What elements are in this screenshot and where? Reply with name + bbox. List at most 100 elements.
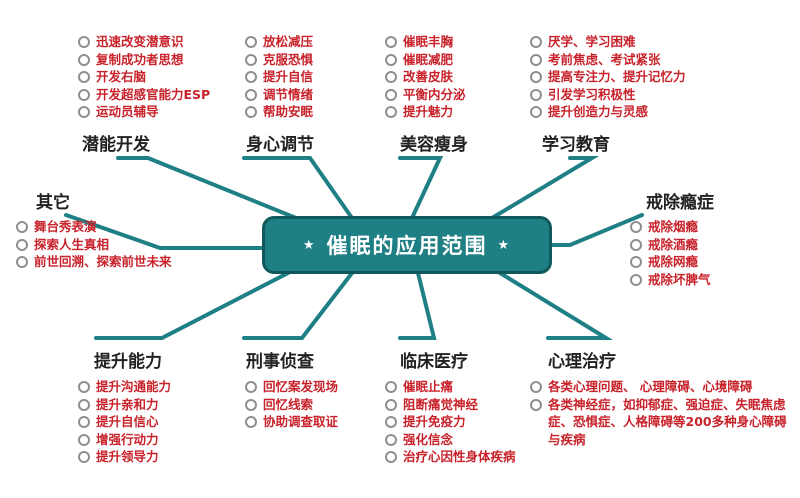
bullet-icon [530, 398, 542, 411]
bullet-icon [78, 398, 90, 411]
list-item: 迅速改变潜意识 [78, 33, 210, 51]
list-item: 增强行动力 [78, 431, 171, 449]
list-item: 戒除网瘾 [630, 253, 711, 271]
branch-qita-heading: 其它 [36, 193, 70, 213]
branch-shenxin-list: 放松减压 克服恐惧 提升自信 调节情绪 帮助安眠 [245, 33, 313, 121]
branch-qianneng-list: 迅速改变潜意识 复制成功者思想 开发右脑 开发超感官能力ESP 运动员辅导 [78, 33, 210, 121]
bullet-icon [16, 221, 28, 233]
bullet-icon [245, 53, 257, 66]
bullet-icon [630, 238, 642, 251]
bullet-icon [385, 433, 397, 446]
connector-qianneng [116, 156, 298, 220]
connector-nengli [94, 271, 290, 340]
list-item: 戒除坏脾气 [630, 271, 711, 289]
list-item: 提升魅力 [385, 103, 466, 121]
list-item: 协助调查取证 [245, 413, 338, 431]
bullet-icon [78, 416, 90, 428]
bullet-icon [78, 451, 90, 463]
bullet-icon [16, 238, 28, 251]
list-item: 提升免疫力 [385, 413, 516, 431]
list-item: 戒除烟瘾 [630, 218, 711, 236]
list-item: 复制成功者思想 [78, 51, 210, 69]
bullet-icon [78, 106, 90, 118]
list-item: 开发超感官能力ESP [78, 86, 210, 104]
list-item: 提升沟通能力 [78, 378, 171, 396]
branch-linchuang-list: 催眠止痛 阻断痛觉神经 提升免疫力 强化信念 治疗心因性身体疾病 [385, 378, 516, 466]
list-item: 各类神经症，如抑郁症、强迫症、失眠焦虑症、恐惧症、人格障碍等200多种身心障碍与… [530, 396, 788, 449]
list-item: 各类心理问题、 心理障碍、心境障碍 [530, 378, 788, 396]
list-item: 改善皮肤 [385, 68, 466, 86]
branch-nengli-heading: 提升能力 [94, 352, 162, 372]
list-item: 平衡内分泌 [385, 86, 466, 104]
bullet-icon [385, 416, 397, 428]
list-item: 运动员辅导 [78, 103, 210, 121]
branch-jiechu-heading: 戒除瘾症 [646, 193, 714, 213]
list-item: 阻断痛觉神经 [385, 396, 516, 414]
bullet-icon [245, 71, 257, 83]
star-icon: ★ [302, 237, 317, 253]
bullet-icon [385, 88, 397, 101]
branch-xingshi-list: 回忆案发现场 回忆线索 协助调查取证 [245, 378, 338, 431]
connector-shenxin [242, 156, 354, 220]
branch-meirong-list: 催眠丰胸 催眠减肥 改善皮肤 平衡内分泌 提升魅力 [385, 33, 466, 121]
list-item: 开发右脑 [78, 68, 210, 86]
list-item: 强化信念 [385, 431, 516, 449]
bullet-icon [530, 36, 542, 48]
branch-xinli-heading: 心理治疗 [548, 352, 616, 372]
branch-jiechu-list: 戒除烟瘾 戒除酒瘾 戒除网瘾 戒除坏脾气 [630, 218, 711, 288]
list-item: 回忆案发现场 [245, 378, 338, 396]
bullet-icon [530, 106, 542, 118]
list-item: 提升自信 [245, 68, 313, 86]
bullet-icon [385, 398, 397, 411]
list-item: 治疗心因性身体疾病 [385, 448, 516, 466]
connector-jiechu [550, 213, 644, 247]
bullet-icon [530, 88, 542, 101]
bullet-icon [78, 53, 90, 66]
connector-meirong [398, 156, 444, 220]
branch-xinli-list: 各类心理问题、 心理障碍、心境障碍 各类神经症，如抑郁症、强迫症、失眠焦虑症、恐… [530, 378, 788, 448]
list-item: 调节情绪 [245, 86, 313, 104]
bullet-icon [78, 433, 90, 446]
bullet-icon [530, 53, 542, 66]
list-item: 催眠止痛 [385, 378, 516, 396]
bullet-icon [385, 71, 397, 83]
connector-linchuang [398, 271, 437, 340]
bullet-icon [245, 106, 257, 118]
star-icon: ★ [497, 237, 512, 253]
bullet-icon [78, 381, 90, 393]
branch-xingshi-heading: 刑事侦查 [246, 352, 314, 372]
list-item: 提升自信心 [78, 413, 171, 431]
bullet-icon [630, 273, 642, 286]
list-item: 放松减压 [245, 33, 313, 51]
list-item: 前世回溯、探索前世未来 [16, 253, 172, 271]
bullet-icon [385, 53, 397, 66]
list-item: 厌学、学习困难 [530, 33, 686, 51]
bullet-icon [630, 256, 642, 268]
list-item: 戒除酒瘾 [630, 236, 711, 254]
list-item: 提升亲和力 [78, 396, 171, 414]
bullet-icon [78, 36, 90, 48]
branch-nengli-list: 提升沟通能力 提升亲和力 提升自信心 增强行动力 提升领导力 [78, 378, 171, 466]
bullet-icon [16, 256, 28, 268]
connector-qita [64, 213, 264, 250]
center-title: 催眠的应用范围 [326, 234, 488, 258]
branch-shenxin-heading: 身心调节 [246, 135, 314, 155]
list-item: 舞台秀表演 [16, 218, 172, 236]
bullet-icon [78, 88, 90, 101]
branch-xuexi-heading: 学习教育 [542, 135, 610, 155]
bullet-icon [385, 106, 397, 118]
bullet-icon [385, 381, 397, 393]
bullet-icon [530, 71, 542, 83]
list-item: 引发学习积极性 [530, 86, 686, 104]
branch-qianneng-heading: 潜能开发 [82, 135, 150, 155]
bullet-icon [630, 221, 642, 233]
bullet-icon [78, 71, 90, 83]
list-item: 提升领导力 [78, 448, 171, 466]
connector-xinli [498, 271, 614, 340]
bullet-icon [385, 451, 397, 463]
connector-xuexi [490, 156, 600, 220]
bullet-icon [245, 398, 257, 411]
branch-meirong-heading: 美容瘦身 [400, 135, 468, 155]
list-item: 探索人生真相 [16, 236, 172, 254]
